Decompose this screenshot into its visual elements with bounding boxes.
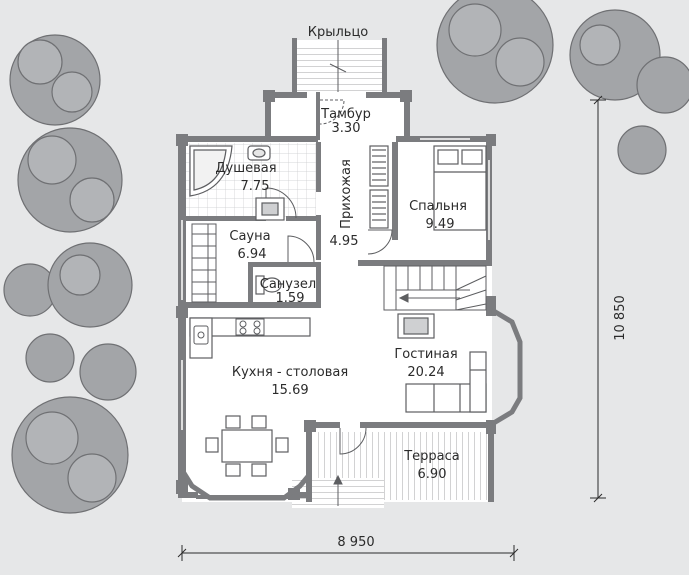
label-wc: Санузел bbox=[260, 277, 316, 292]
tree-icon bbox=[25, 333, 137, 401]
area-bedroom: 9.49 bbox=[426, 217, 455, 232]
label-porch: Крыльцо bbox=[308, 25, 369, 40]
area-hall: 4.95 bbox=[330, 234, 359, 249]
area-wc: 1.59 bbox=[276, 291, 305, 306]
label-kitchen: Кухня - столовая bbox=[232, 365, 348, 380]
label-vestibule: Тамбур bbox=[320, 107, 371, 122]
door-swing-icon bbox=[265, 40, 393, 455]
trees bbox=[3, 0, 689, 514]
tree-icon bbox=[569, 9, 689, 114]
tree-icon bbox=[17, 127, 123, 233]
dimension-width-label: 8 950 bbox=[337, 535, 374, 550]
dimension-height-label: 10 850 bbox=[613, 295, 628, 341]
sauna-benches bbox=[191, 223, 217, 303]
area-kitchen: 15.69 bbox=[271, 383, 308, 398]
label-sauna: Сауна bbox=[229, 229, 270, 244]
stove-icon bbox=[235, 318, 265, 336]
bay-window-living bbox=[490, 307, 523, 427]
sauna-stove-icon bbox=[255, 197, 285, 221]
dimension-height bbox=[590, 95, 606, 503]
area-vestibule: 3.30 bbox=[332, 121, 361, 136]
dimension-width bbox=[177, 545, 519, 561]
fireplace-icon bbox=[397, 313, 435, 339]
sofa-icon bbox=[405, 351, 487, 413]
area-terrace: 6.90 bbox=[418, 467, 447, 482]
wardrobe-icon bbox=[369, 145, 389, 229]
wall-posts bbox=[176, 90, 496, 500]
tree-icon bbox=[436, 0, 554, 104]
label-hall: Прихожая bbox=[339, 159, 354, 229]
label-terrace: Терраса bbox=[403, 449, 460, 464]
sink-icon bbox=[247, 145, 271, 161]
label-bedroom: Спальня bbox=[409, 199, 467, 214]
tree-icon bbox=[617, 125, 667, 175]
label-living: Гостиная bbox=[394, 347, 457, 362]
stairs-icon bbox=[383, 265, 487, 311]
bed-icon bbox=[433, 145, 487, 231]
tree-icon bbox=[11, 396, 129, 514]
bathtub-icon bbox=[189, 145, 233, 197]
label-shower: Душевая bbox=[215, 161, 276, 176]
bay-window-kitchen bbox=[179, 468, 312, 501]
area-living: 20.24 bbox=[407, 365, 444, 380]
entry-arrow bbox=[333, 474, 343, 506]
area-sauna: 6.94 bbox=[238, 247, 267, 262]
tree-icon bbox=[3, 242, 133, 328]
sink-icon bbox=[193, 325, 209, 345]
windows bbox=[181, 138, 490, 430]
tree-icon bbox=[9, 34, 101, 126]
dining-table-icon bbox=[205, 415, 289, 477]
area-shower: 7.75 bbox=[241, 179, 270, 194]
toilet-icon bbox=[255, 275, 282, 295]
